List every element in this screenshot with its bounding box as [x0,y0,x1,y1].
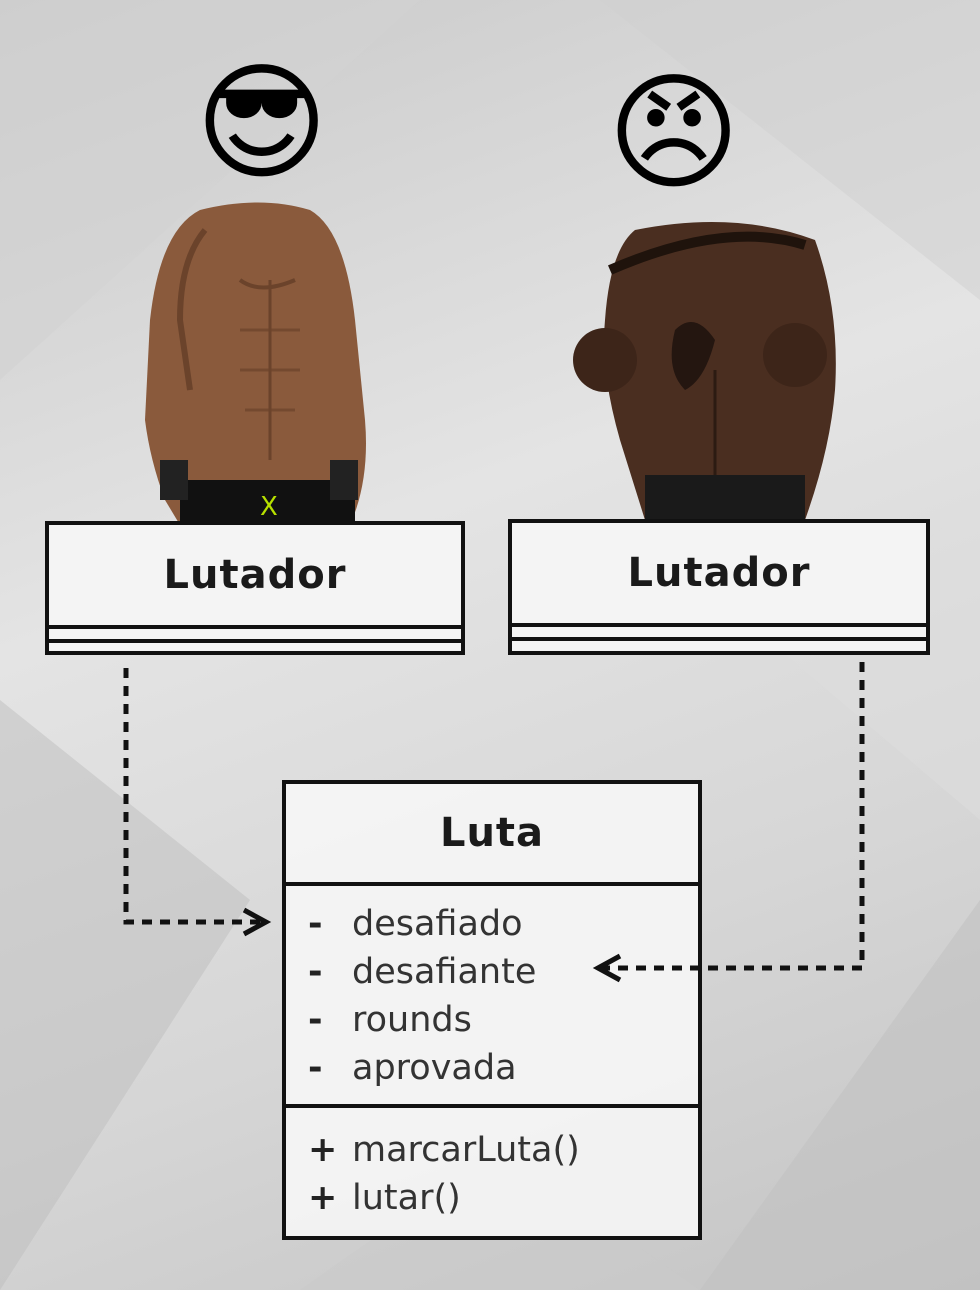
visibility-private: - [308,952,323,992]
svg-text:X: X [260,492,278,522]
attribute-name: rounds [352,1000,472,1040]
class-lutador-right-attributes [512,623,926,637]
fighter-left-image: X 😎 [120,60,400,530]
class-luta-attributes: - desafiado - desafiante - rounds - apro… [286,886,698,1108]
visibility-public: + [308,1130,338,1170]
class-lutador-right-methods [512,637,926,651]
attribute-name: desafiado [352,904,523,944]
visibility-private: - [308,904,323,944]
cool-face-icon: 😎 [195,49,329,198]
class-lutador-right: Lutador [508,519,930,655]
class-lutador-left-methods [49,639,461,651]
class-luta-methods: + marcarLuta() + lutar() [286,1108,698,1222]
fighter-right-image: 😠 [565,70,885,530]
angry-face-icon: 😠 [607,59,741,208]
attribute-aprovada: - aprovada [308,1044,698,1092]
attribute-name: desafiante [352,952,537,992]
method-marcarluta: + marcarLuta() [308,1126,698,1174]
attribute-desafiado: - desafiado [308,900,698,948]
class-lutador-left-title: Lutador [163,552,347,598]
attribute-name: aprovada [352,1048,517,1088]
method-lutar: + lutar() [308,1174,698,1222]
method-name: lutar() [352,1178,461,1218]
attribute-rounds: - rounds [308,996,698,1044]
class-luta-title: Luta [286,784,698,886]
visibility-private: - [308,1000,323,1040]
class-lutador-left-attributes [49,625,461,639]
attribute-desafiante: - desafiante [308,948,698,996]
visibility-public: + [308,1178,338,1218]
class-luta: Luta - desafiado - desafiante - rounds -… [282,780,702,1240]
class-lutador-left: Lutador [45,521,465,655]
class-lutador-right-title: Lutador [627,550,811,596]
visibility-private: - [308,1048,323,1088]
method-name: marcarLuta() [352,1130,580,1170]
